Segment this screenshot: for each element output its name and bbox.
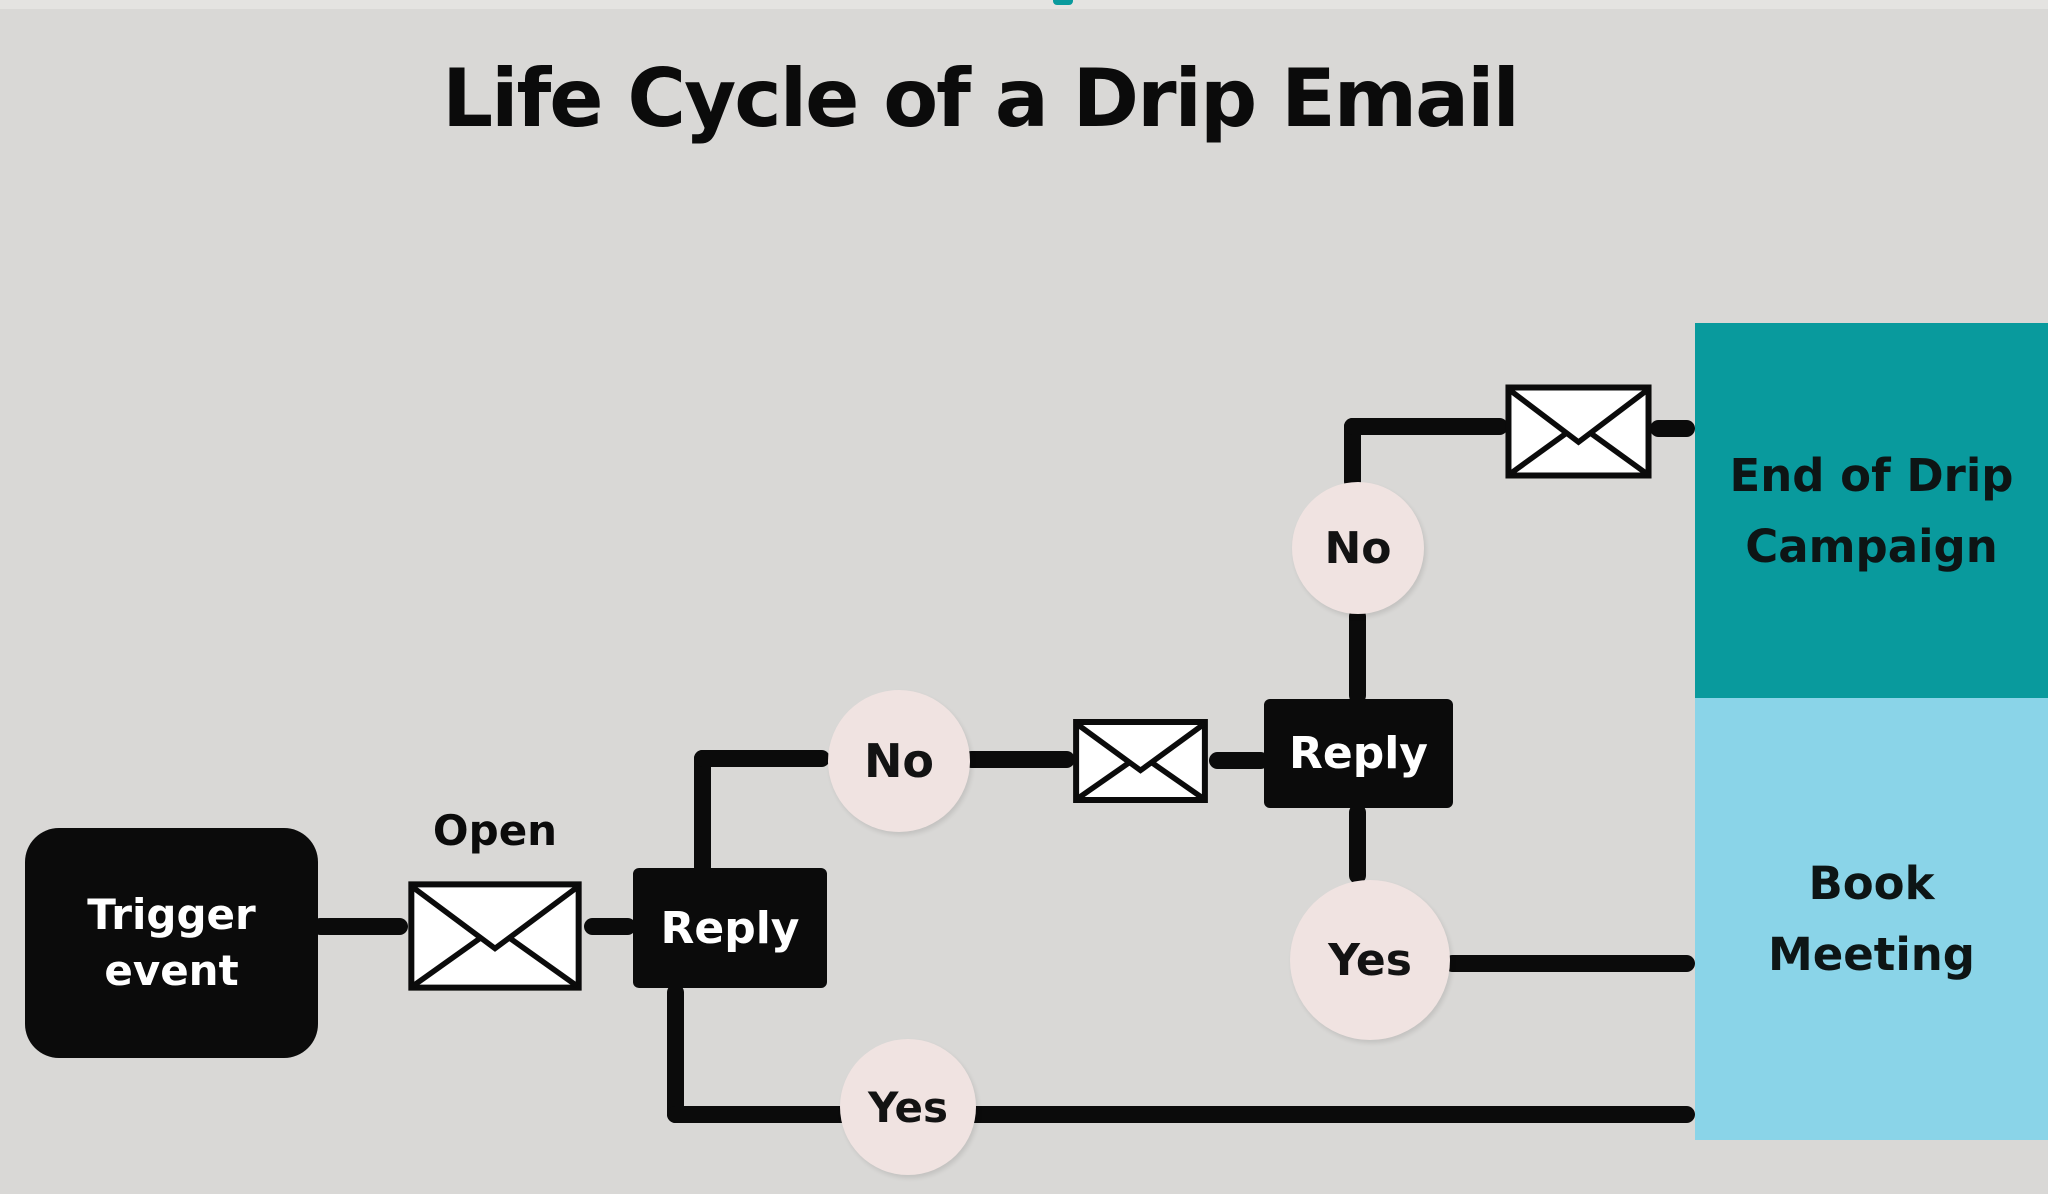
- trigger-event-label-line2: event: [104, 946, 239, 995]
- connector-open-envelope-to-reply1: [584, 918, 636, 935]
- connector-reply2-to-yes1: [1349, 804, 1366, 884]
- book-meeting-label-line1: Book: [1808, 857, 1935, 910]
- trigger-event-label-line1: Trigger: [87, 890, 256, 939]
- no-decision-circle-1-label: No: [863, 734, 935, 788]
- trigger-event-node: Trigger event: [25, 828, 318, 1058]
- diagram-title: Life Cycle of a Drip Email: [442, 52, 1520, 145]
- top-strip: [0, 0, 2048, 9]
- no-decision-circle-1: No: [828, 690, 970, 832]
- book-meeting-label-line2: Meeting: [1767, 928, 1975, 981]
- envelope-icon: [1072, 718, 1209, 804]
- connector-yes1-to-book-box: [1444, 955, 1695, 972]
- yes-decision-circle-2: Yes: [840, 1039, 976, 1175]
- connector-no2-up-vertical: [1344, 418, 1361, 490]
- no-decision-circle-2-label: No: [1324, 522, 1392, 574]
- reply-node-1-label: Reply: [660, 902, 800, 954]
- connector-reply1-up-vertical: [694, 750, 711, 876]
- connector-no2-up-horizontal: [1344, 418, 1508, 435]
- connector-reply1-down-vertical: [667, 984, 684, 1123]
- envelope-icon: [1504, 383, 1653, 480]
- connector-reply1-up-horizontal: [694, 750, 830, 767]
- connector-envelope2-to-reply2: [1209, 752, 1269, 769]
- book-meeting-box: Book Meeting: [1695, 698, 2048, 1140]
- end-of-drip-campaign-box: End of Drip Campaign: [1695, 323, 2048, 698]
- connector-envelope3-to-end-box: [1650, 420, 1695, 437]
- reply-node-1: Reply: [633, 868, 827, 988]
- envelope-icon: [406, 879, 584, 993]
- teal-speck: [1053, 0, 1073, 5]
- yes-decision-circle-1-label: Yes: [1328, 934, 1412, 986]
- reply-node-2: Reply: [1264, 699, 1453, 808]
- open-label: Open: [432, 806, 558, 855]
- connector-reply2-to-no2: [1349, 608, 1366, 704]
- yes-decision-circle-1: Yes: [1290, 880, 1450, 1040]
- yes-decision-circle-2-label: Yes: [867, 1082, 949, 1132]
- end-of-drip-campaign-label-line1: End of Drip: [1729, 448, 2014, 502]
- reply-node-2-label: Reply: [1289, 728, 1428, 779]
- connector-no1-to-envelope2: [963, 751, 1075, 768]
- connector-yes2-to-book-box: [667, 1106, 1695, 1123]
- no-decision-circle-2: No: [1292, 482, 1424, 614]
- connector-trigger-to-open-envelope: [312, 918, 408, 935]
- end-of-drip-campaign-label-line2: Campaign: [1745, 519, 1998, 573]
